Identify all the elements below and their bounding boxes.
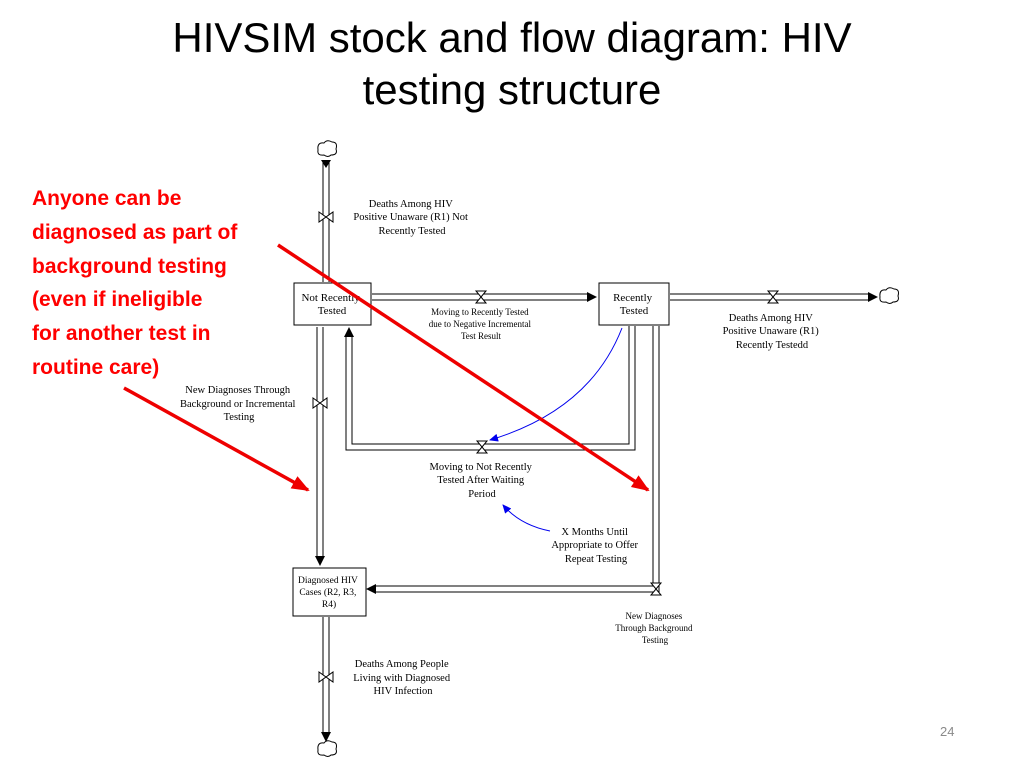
annotation-line-3: background testing [32, 254, 227, 278]
cloud-sink-right-icon [879, 287, 899, 304]
slide-title: HIVSIM stock and flow diagram: HIV testi… [0, 12, 1024, 116]
annotation-line-5: for another test in [32, 322, 211, 346]
aux-x-months-until-repeat: X Months Until Appropriate to Offer Repe… [551, 527, 640, 565]
annotation-line-6: routine care) [32, 355, 160, 379]
annotation-line-1: Anyone can be [32, 187, 182, 210]
stock-label-line: Cases (R2, R3, [299, 587, 356, 598]
pipe-deaths-unaware-not-recent [321, 160, 331, 282]
stock-label-line: R4) [322, 599, 336, 610]
info-link-xmonths-to-moving [502, 504, 551, 532]
red-arrow-to-recent-pipe [277, 243, 650, 492]
svg-text:Recently Tested: Recently Tested [613, 292, 655, 317]
label-new-dx-background: New Diagnoses Through Background Testing [615, 611, 694, 645]
slide-number: 24 [940, 724, 955, 739]
cloud-sink-bottom-icon [317, 740, 337, 757]
stock-label-line: Diagnosed HIV [298, 576, 358, 586]
stock-label-line: Tested [318, 305, 347, 317]
label-moving-to-not-recent: Moving to Not Recently Tested After Wait… [430, 462, 535, 500]
label-new-dx-background-incremental: New Diagnoses Through Background or Incr… [180, 385, 298, 423]
valve-deaths-unaware-not-recent [318, 211, 334, 223]
label-moving-to-recent: Moving to Recently Tested due to Negativ… [429, 307, 533, 341]
svg-text:Diagnosed HIV Cases (R2,: Diagnosed HIV Cases (R2, R3, R4) [298, 576, 360, 610]
annotation-line-4: (even if ineligible [32, 288, 203, 312]
label-deaths-unaware-recent: Deaths Among HIV Positive Unaware (R1) R… [723, 313, 822, 351]
valve-new-dx-background [649, 582, 663, 596]
slide-title-line-2: testing structure [362, 66, 662, 113]
valve-new-dx-background-incremental [312, 397, 328, 409]
stock-label-line: Not Recently [301, 292, 360, 304]
annotation-line-2: diagnosed as part of [32, 220, 238, 244]
valve-moving-to-not-recent [475, 440, 489, 454]
background-testing-annotation: Anyone can be diagnosed as part of backg… [32, 182, 292, 385]
cloud-sink-top-icon [317, 140, 337, 157]
stock-label-line: Tested [620, 305, 649, 317]
stock-not-recently-tested: Not Recently Tested [293, 282, 372, 326]
stock-label-line: Recently [613, 292, 653, 304]
stock-recently-tested: Recently Tested [598, 282, 670, 326]
valve-moving-to-recent [474, 290, 488, 304]
label-deaths-unaware-not-recent: Deaths Among HIV Positive Unaware (R1) N… [353, 199, 470, 237]
info-link-recent-to-moving [489, 327, 623, 442]
valve-deaths-diagnosed [318, 671, 334, 683]
label-deaths-diagnosed: Deaths Among People Living with Diagnose… [353, 659, 452, 697]
stock-diagnosed-hiv-cases: Diagnosed HIV Cases (R2, R3, R4) [292, 567, 367, 617]
red-arrow-to-not-recent-pipe [123, 386, 310, 492]
slide-title-line-1: HIVSIM stock and flow diagram: HIV [172, 14, 852, 61]
valve-deaths-unaware-recent [766, 290, 780, 304]
pipe-new-dx-background-incremental [315, 327, 325, 566]
svg-text:Not Recently Tested: Not Recently Tested [301, 292, 362, 317]
pipe-moving-to-not-recent [344, 326, 636, 451]
